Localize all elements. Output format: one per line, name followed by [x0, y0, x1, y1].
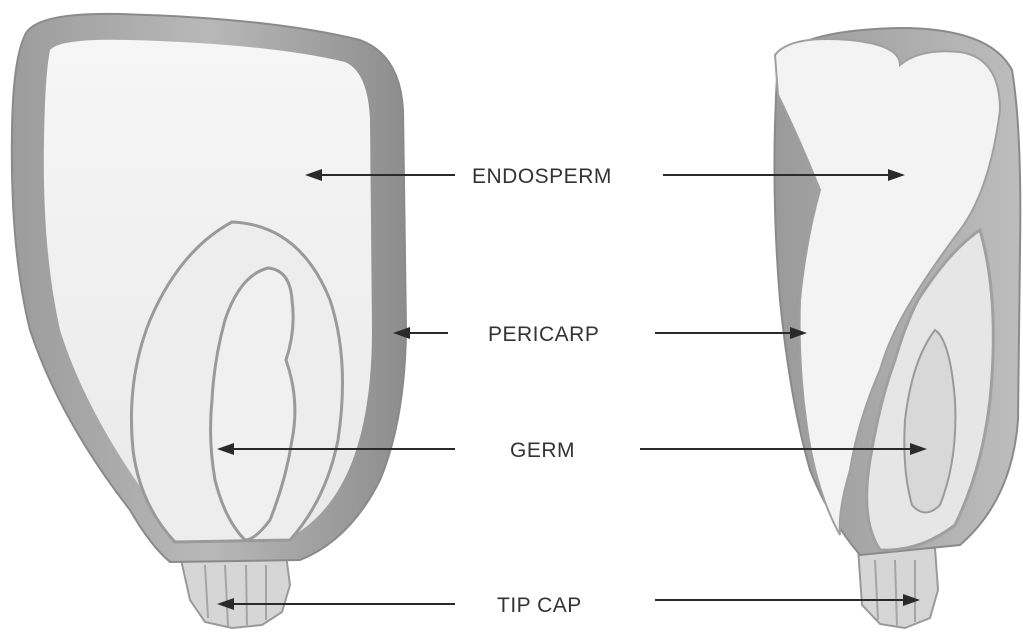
- label-endosperm: ENDOSPERM: [472, 165, 612, 188]
- label-germ: GERM: [510, 439, 575, 462]
- right-kernel-side-view: [774, 28, 1020, 628]
- right-tip-cap: [858, 548, 938, 628]
- left-kernel-cross-section: [12, 14, 406, 628]
- label-pericarp: PERICARP: [488, 323, 599, 346]
- left-tip-cap: [180, 555, 290, 628]
- label-tip-cap: TIP CAP: [497, 594, 582, 617]
